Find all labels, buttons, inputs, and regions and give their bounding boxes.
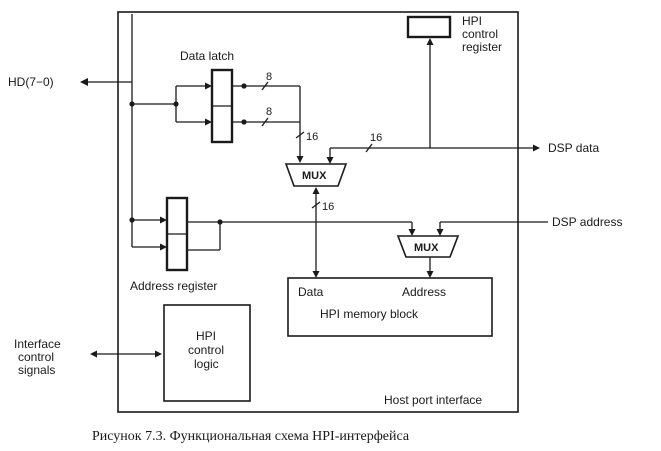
hpi-control-register-label-3: register — [462, 40, 502, 54]
dsp-address-label: DSP address — [552, 215, 622, 229]
interface-control-signals-label-3: signals — [18, 363, 55, 377]
hpi-control-logic-label-1: HPI — [196, 329, 216, 343]
hpi-control-logic-box — [163, 304, 251, 402]
hpi-control-register-label-1: HPI — [462, 14, 482, 28]
hd-bus-label: HD(7−0) — [8, 75, 54, 89]
dsp-data-label: DSP data — [548, 141, 599, 155]
data-latch-label: Data latch — [180, 49, 234, 63]
bus-width-mux-to-memory: 16 — [322, 201, 334, 213]
hd-arrowhead — [80, 78, 88, 86]
hpi-control-logic-label-3: logic — [194, 357, 219, 371]
hpi-memory-block-label: HPI memory block — [320, 307, 419, 321]
mux-top-shape — [284, 163, 348, 187]
mux-bottom-label: MUX — [414, 242, 439, 254]
mux-top-label: MUX — [302, 170, 327, 182]
figure-caption: Рисунок 7.3. Функциональная схема HPI-ин… — [92, 429, 410, 444]
bus-width-latch-to-mux: 16 — [306, 131, 318, 143]
hpi-control-logic-label-2: control — [188, 343, 224, 357]
interface-control-signals-label-2: control — [18, 350, 54, 364]
hpi-memory-block-box — [287, 277, 493, 337]
bus-width-latch-lower: 8 — [266, 106, 272, 118]
address-register-label: Address register — [130, 279, 217, 293]
interface-control-signals-label-1: Interface — [14, 337, 61, 351]
memory-data-label: Data — [298, 285, 324, 299]
hpi-control-register-label-2: control — [462, 27, 498, 41]
bus-width-latch-upper: 8 — [266, 71, 272, 83]
mux-bottom-shape — [396, 235, 460, 258]
hpi-control-register-box — [406, 15, 452, 39]
bus-width-dsp-data-to-mux: 16 — [370, 132, 382, 144]
memory-address-label: Address — [402, 285, 446, 299]
host-port-interface-label: Host port interface — [384, 393, 482, 407]
